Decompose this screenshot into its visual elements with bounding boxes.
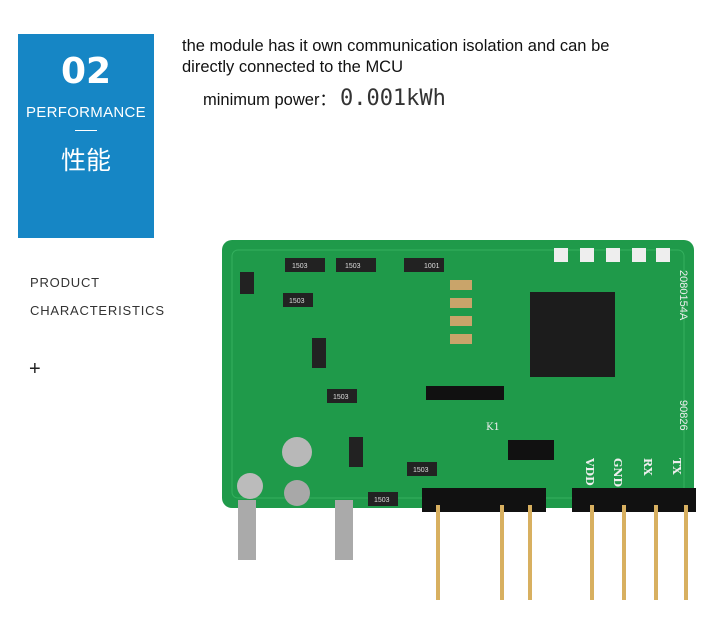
section-badge: 02 PERFORMANCE 性能 [18,34,154,238]
mcu-chip [530,292,615,377]
pin-label-rx: RX [641,458,654,476]
resistor-label: 1503 [374,497,390,504]
resistor-label: 1001 [424,263,440,270]
characteristics-label: CHARACTERISTICS [30,303,165,318]
resistors [240,258,444,506]
connector [426,386,504,400]
diode [508,440,554,460]
section-title-cn: 性能 [60,147,111,175]
power-spec: minimum power：0.001kWh [203,86,446,111]
expand-plus-icon[interactable]: + [29,358,41,380]
power-value: 0.001kWh [339,86,446,111]
divider [75,130,97,131]
pads [554,248,670,262]
resistor-label: 1503 [333,394,349,401]
description-text: the module has it own communication isol… [182,37,610,76]
relay-label: K1 [486,422,500,433]
power-label: minimum power [203,91,320,109]
solder-joint [282,437,312,467]
resistor-label: 1503 [289,298,305,305]
board-code-2: 90826 [677,400,689,431]
section-number: 02 [60,51,112,92]
pin-label-vdd: VDD [583,457,596,486]
pin-label-tx: TX [670,458,683,475]
resistor-label: 1503 [413,467,429,474]
resistor-label: 1503 [345,263,361,270]
capacitors [450,280,472,344]
product-label: PRODUCT [30,275,100,290]
pin-label-gnd: GND [611,458,624,487]
pin-header-left [422,488,546,512]
power-separator: ： [319,91,336,109]
resistor-label: 1503 [292,263,308,270]
board-code: 2080154A [677,270,689,321]
section-title: PERFORMANCE [26,104,146,121]
